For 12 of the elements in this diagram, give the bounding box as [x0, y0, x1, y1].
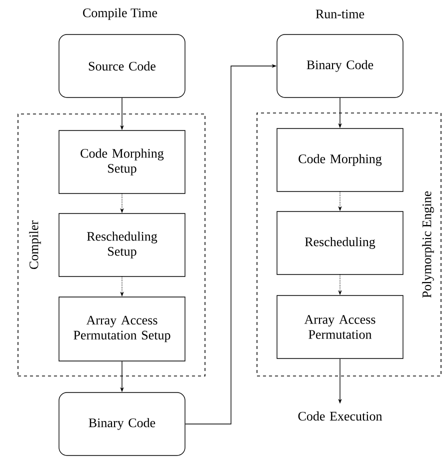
- rounded-box: Source Code: [58, 34, 186, 98]
- process-box: Code Morphing: [276, 128, 404, 192]
- process-box: Array Access Permutation: [276, 295, 404, 359]
- column-heading: Run-time: [316, 10, 364, 18]
- end-text: Code Execution: [298, 411, 382, 421]
- process-box: Rescheduling: [276, 211, 404, 275]
- process-box: Array Access Permutation Setup: [58, 296, 186, 362]
- process-box: Rescheduling Setup: [58, 213, 186, 277]
- column-heading: Compile Time: [83, 8, 158, 20]
- rounded-box: Binary Code: [276, 34, 404, 98]
- process-box: Code Morphing Setup: [58, 130, 186, 194]
- rounded-box: Binary Code: [58, 392, 186, 456]
